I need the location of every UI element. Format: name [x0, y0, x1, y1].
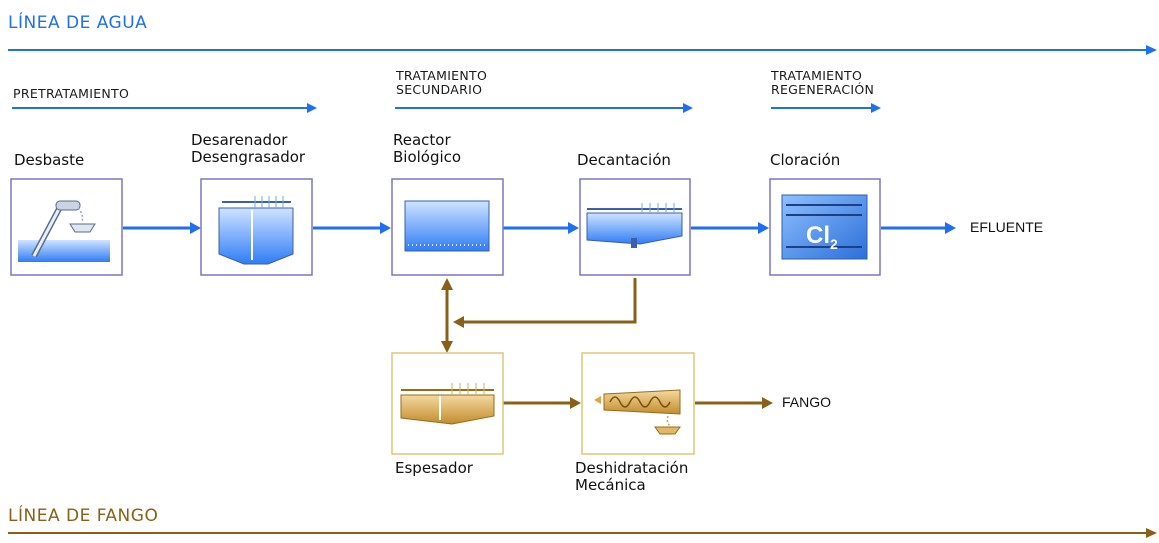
unit-label-decantacion: Decantación [577, 151, 671, 169]
bioreactor-illustration [404, 200, 490, 252]
flow-arrow-4 [691, 222, 769, 234]
flow-arrow-thickener [503, 397, 581, 409]
unit-label-espesador: Espesador [395, 459, 473, 477]
water-line-title: LÍNEA DE AGUA [8, 13, 148, 33]
svg-text:Cl2: Cl2 [806, 222, 838, 252]
flow-arrow-sludge-out [695, 397, 773, 409]
flow-arrow-2 [313, 222, 391, 234]
unit-label-desarenador: Desarenador Desengrasador [191, 131, 306, 167]
clarifier-illustration [586, 203, 683, 248]
thickener-illustration [400, 383, 495, 425]
stage-label-regeneration: TRATAMIENTO REGENERACIÓN [771, 68, 875, 98]
effluent-label: EFLUENTE [970, 219, 1044, 235]
screen-illustration [18, 200, 110, 262]
chlorine-subscript: 2 [830, 236, 838, 252]
stage-label-secondary: TRATAMIENTO SECUNDARIO [396, 68, 488, 98]
flow-arrow-3 [503, 222, 579, 234]
flow-arrow-1 [123, 222, 201, 234]
water-line-arrow [8, 45, 1157, 55]
regeneration-arrow [771, 103, 881, 113]
sludge-line-title: LÍNEA DE FANGO [8, 506, 159, 526]
unit-label-deshidratacion: Deshidratación Mecánica [575, 459, 689, 495]
unit-label-desbaste: Desbaste [14, 151, 85, 169]
sludge-line-arrow [8, 528, 1157, 538]
unit-label-cloracion: Cloración [770, 151, 841, 169]
unit-label-reactor: Reactor Biológico [393, 131, 462, 167]
centrifuge-illustration [594, 389, 681, 435]
sludge-return-line [453, 278, 637, 328]
stage-label-pretreatment: PRETRATAMIENTO [13, 86, 130, 101]
flow-arrow-effluent [881, 222, 956, 234]
pretreatment-arrow [12, 103, 317, 113]
chlorine-icon: Cl2 [781, 194, 868, 260]
secondary-arrow [395, 103, 693, 113]
chlorine-symbol: Cl [806, 222, 830, 249]
sludge-output-label: FANGO [782, 394, 832, 410]
reactor-thickener-link [441, 278, 453, 353]
grit-chamber-illustration [218, 196, 294, 265]
